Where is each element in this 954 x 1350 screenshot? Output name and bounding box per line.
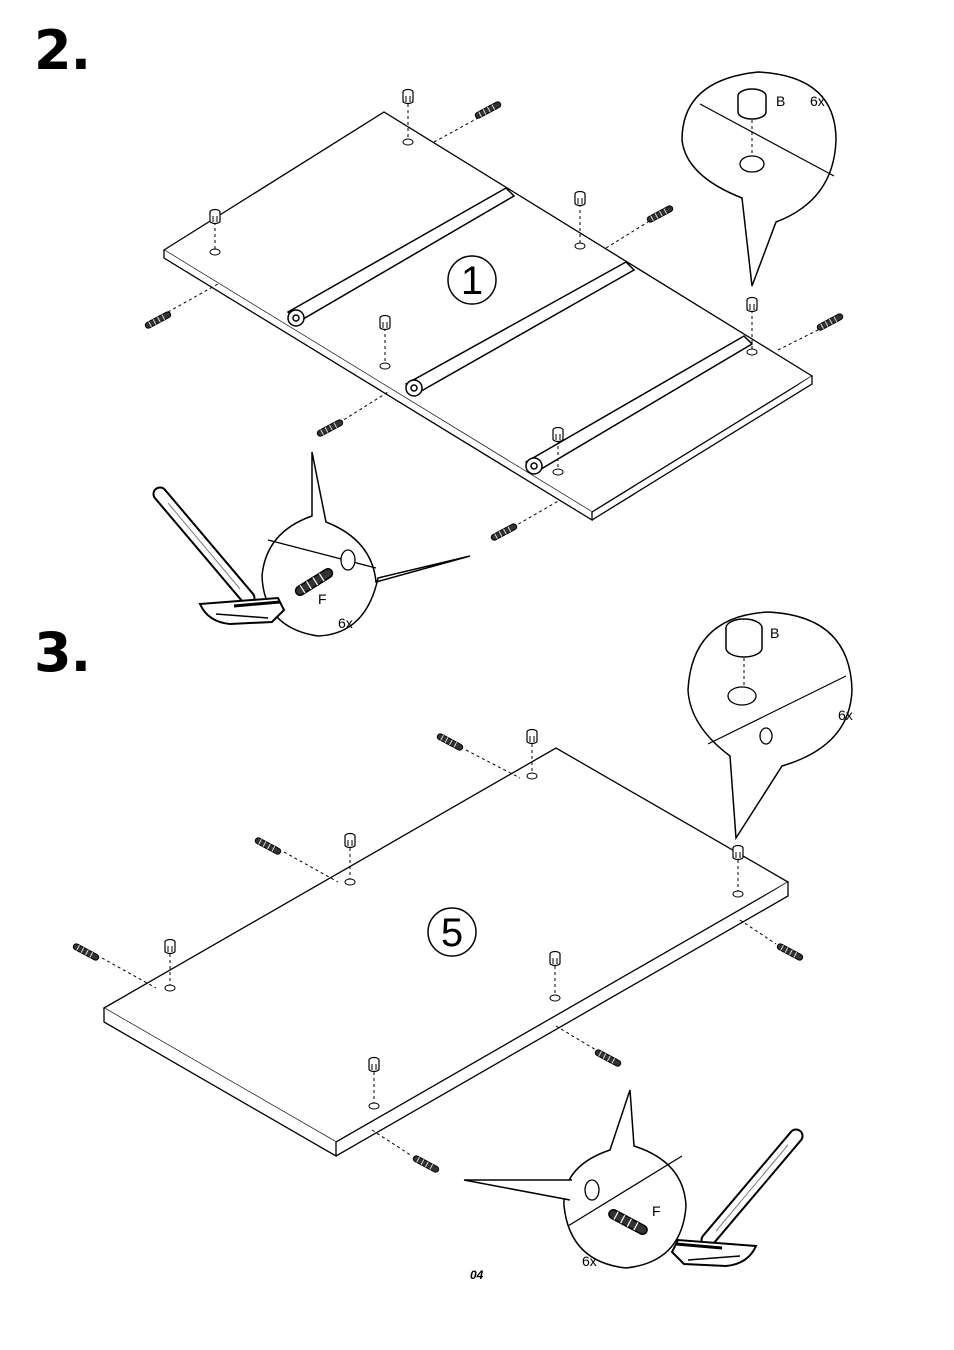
step-2-callout-part-f: F <box>318 591 327 607</box>
step-3-callout-part-b: B <box>770 625 779 641</box>
step-2-illustration: 1 B 6x F 6x <box>144 72 844 636</box>
step-2-callout-qty-b: 6x <box>810 93 825 109</box>
step-2-callout-part-b: B <box>776 93 785 109</box>
page-number: 04 <box>470 1268 483 1282</box>
step-2-callout-qty-f: 6x <box>338 615 353 631</box>
step-3-illustration: 5 B 6x F 6x <box>72 612 853 1269</box>
step-3-part-number: 5 <box>441 911 463 955</box>
step-2-part-number: 1 <box>461 259 483 303</box>
step-3-callout-part-f: F <box>652 1203 661 1219</box>
step-3-callout-qty-b: 6x <box>838 707 853 723</box>
step-3-callout-qty-f: 6x <box>582 1253 597 1269</box>
